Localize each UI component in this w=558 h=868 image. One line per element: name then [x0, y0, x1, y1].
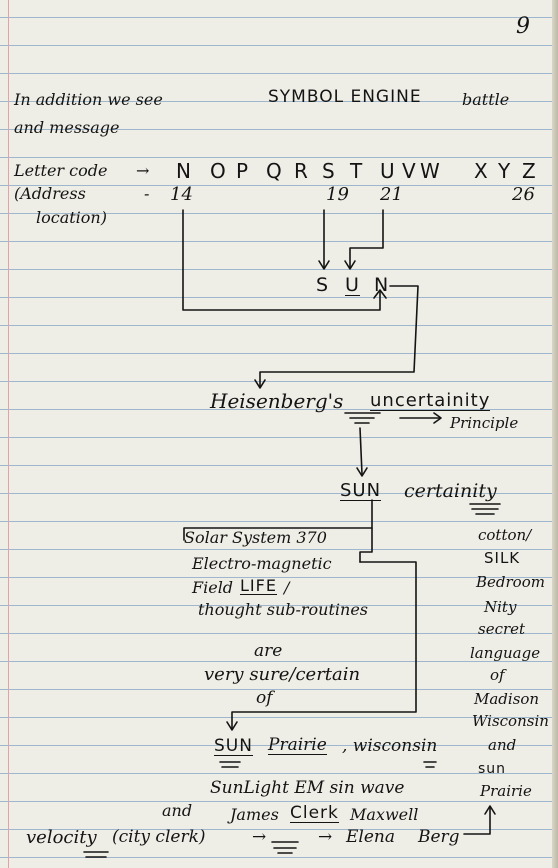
letter-u: U — [380, 159, 396, 183]
life-word: LIFE — [240, 576, 277, 595]
sun-prairie-place: , wisconsin — [342, 736, 438, 756]
principle-word: Principle — [450, 414, 519, 432]
right-col-5: language — [470, 644, 541, 662]
solar-line-3a: Field — [192, 578, 234, 597]
right-col-8: Wisconsin — [472, 712, 549, 730]
address-dash: - — [144, 184, 150, 203]
sun-word: SUN — [340, 480, 382, 501]
letter-s: S — [322, 159, 336, 183]
right-col-11: Prairie — [480, 782, 532, 800]
line-battle: battle — [462, 90, 510, 109]
sun-u: U — [345, 274, 360, 296]
solar-line-4: thought sub-routines — [198, 600, 369, 619]
line-message: and message — [14, 118, 120, 137]
uncertainity-word: uncertainity — [370, 390, 491, 411]
velocity-arrow-1: → — [252, 827, 267, 847]
sun-s: S — [316, 274, 330, 296]
letter-o: O — [210, 159, 227, 183]
sun-prairie-prairie: Prairie — [268, 735, 327, 755]
heisenberg-name: Heisenberg's — [210, 389, 344, 413]
margin-line — [8, 0, 9, 868]
letter-p: P — [236, 159, 250, 183]
certainity-word: certainity — [404, 480, 497, 502]
letter-code-label: Letter code — [14, 161, 108, 180]
right-col-7: Madison — [474, 690, 540, 708]
maxwell-clerk: Clerk — [290, 803, 339, 823]
letter-w: W — [420, 159, 441, 183]
velocity-word: velocity — [26, 827, 97, 848]
letter-y: Y — [498, 159, 512, 183]
maxwell-name: Maxwell — [350, 805, 419, 824]
letter-n: N — [176, 159, 192, 183]
solar-line-5: are — [254, 641, 283, 661]
right-col-0: cotton/ — [478, 526, 532, 544]
right-col-6: of — [490, 666, 505, 684]
letter-t: T — [350, 159, 364, 183]
right-col-3: Nity — [484, 598, 517, 616]
solar-line-6: very sure/certain — [204, 664, 361, 685]
right-col-2: Bedroom — [476, 573, 545, 591]
velocity-arrow-2: → — [318, 827, 333, 847]
location-label: location) — [36, 208, 107, 227]
symbol-engine-text: SYMBOL ENGINE — [268, 87, 422, 107]
right-col-9: and — [488, 736, 517, 754]
solar-line-7: of — [256, 688, 273, 708]
right-col-10: sun — [478, 761, 507, 777]
letter-z: Z — [522, 159, 537, 183]
page-number: 9 — [516, 14, 530, 39]
address-19: 19 — [326, 184, 349, 205]
address-26: 26 — [512, 184, 535, 205]
sun-prairie-sun: SUN — [214, 736, 253, 756]
letter-r: R — [294, 159, 309, 183]
elena-word: Elena — [346, 827, 395, 847]
sun-n: N — [374, 274, 390, 296]
right-col-4: secret — [478, 620, 526, 638]
page-edge — [552, 0, 558, 868]
solar-line-3c: / — [284, 578, 290, 597]
letter-v: V — [402, 159, 417, 183]
city-clerk: (city clerk) — [112, 827, 206, 847]
address-label: (Address — [14, 184, 86, 203]
letter-x: X — [474, 159, 489, 183]
maxwell-james: James — [230, 805, 279, 824]
maxwell-and: and — [162, 801, 193, 820]
line-intro: In addition we see — [14, 90, 163, 109]
right-col-1: SILK — [484, 549, 521, 567]
letter-code-arrow: → — [136, 161, 150, 180]
sunlight-line: SunLight EM sin wave — [210, 778, 405, 798]
solar-line-2: Electro-magnetic — [192, 554, 332, 573]
berg-word: Berg — [418, 827, 460, 847]
address-21: 21 — [380, 184, 403, 205]
solar-line-1: Solar System 370 — [184, 528, 327, 547]
address-14: 14 — [170, 184, 193, 205]
letter-q: Q — [266, 159, 283, 183]
